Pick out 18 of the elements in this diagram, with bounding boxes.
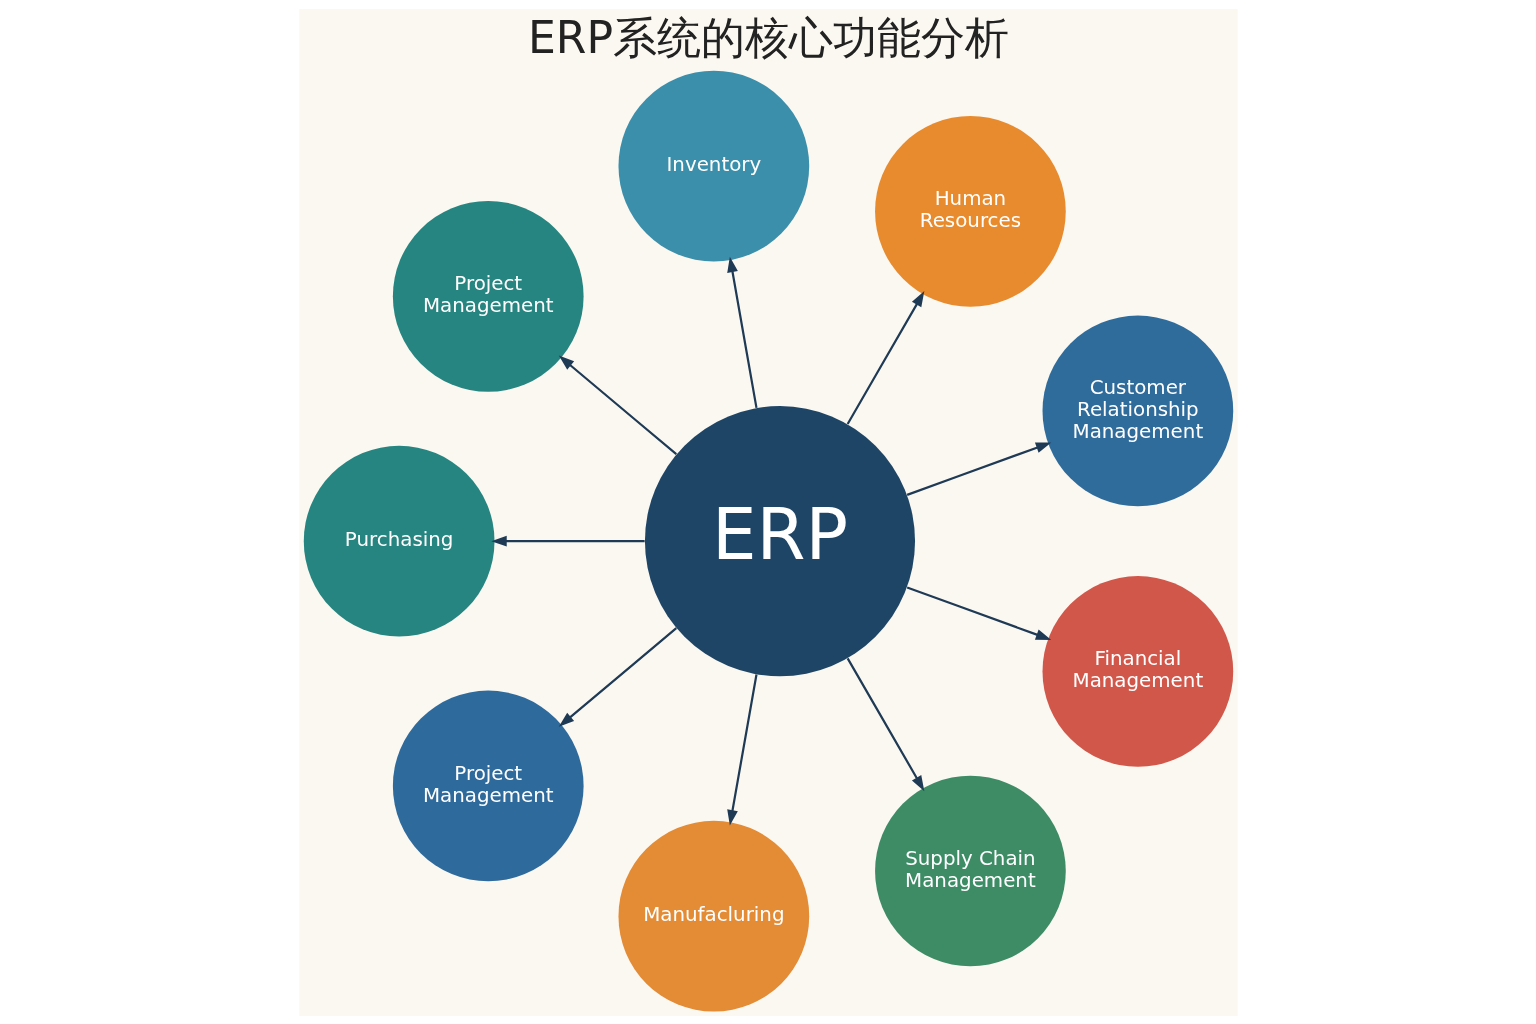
arrow [490,535,645,547]
arrow [906,585,1051,640]
arrow [846,290,924,424]
node-circle: Manufacluring [618,820,809,1012]
arrow [906,441,1051,496]
diagram-title: ERP系统的核心功能分析 [527,11,1009,63]
node-circle: Project Management [392,690,584,881]
arrow [558,626,677,727]
arrow [726,256,758,408]
node-circle: Customer Relationship Management [1042,315,1233,506]
node-circle: ERP [644,405,915,676]
arrow [558,355,677,455]
node-circle: Financial Management [1042,575,1233,767]
node-circle: Inventory [618,70,809,261]
arrow [846,657,924,791]
node-circle: Project Management [392,200,584,392]
node-circle: Purchasing [303,445,494,637]
arrow [726,673,758,825]
